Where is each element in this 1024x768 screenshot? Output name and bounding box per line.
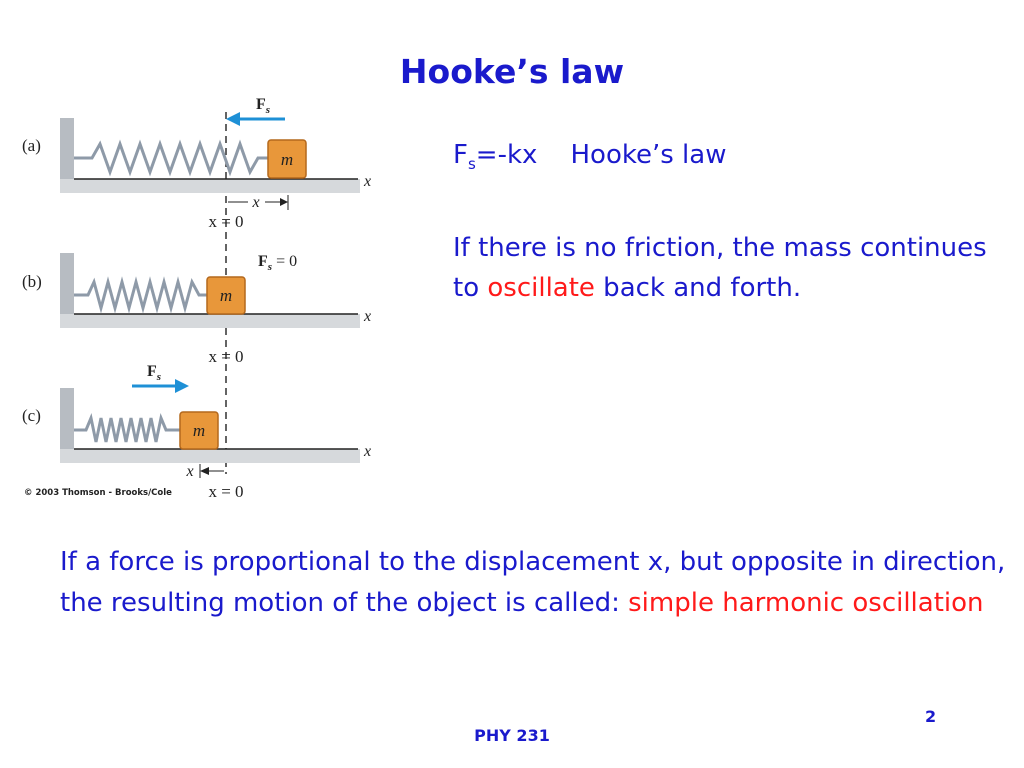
panel-c-force-sub: s bbox=[156, 371, 161, 383]
panel-b-floor bbox=[60, 314, 360, 328]
panel-c-force-label: F bbox=[147, 363, 157, 380]
svg-text:Fs: Fs bbox=[256, 96, 270, 116]
panel-b: (b) x m Fs = 0 x = 0 bbox=[22, 253, 371, 366]
formula-line: Fs=-kx Hooke’s law bbox=[453, 135, 993, 184]
panel-a: (a) x m Fs x x = 0 bbox=[22, 96, 371, 231]
panel-a-label: (a) bbox=[22, 136, 41, 155]
shm-definition: If a force is proportional to the displa… bbox=[60, 547, 1006, 618]
panel-b-mass bbox=[206, 276, 246, 315]
panel-a-axis-label: x bbox=[363, 173, 371, 190]
panel-b-axis-label: x bbox=[363, 308, 371, 325]
svg-text:Fs: Fs bbox=[147, 363, 161, 383]
panel-b-spring bbox=[74, 276, 207, 314]
panel-c-axis-label: x bbox=[363, 443, 371, 460]
panel-a-force-sub: s bbox=[265, 104, 270, 116]
panel-a-wall bbox=[60, 118, 74, 182]
panel-c-spring bbox=[74, 412, 180, 443]
panel-b-label: (b) bbox=[22, 272, 42, 291]
panel-b-origin: x = 0 bbox=[208, 347, 243, 366]
panel-c: (c) x m Fs x x = 0 bbox=[22, 363, 371, 501]
page-number: 2 bbox=[925, 707, 937, 726]
panel-a-floor bbox=[60, 179, 360, 193]
panel-c-floor bbox=[60, 449, 360, 463]
panel-c-origin: x = 0 bbox=[208, 482, 243, 501]
formula-rest: =-kx bbox=[475, 140, 538, 170]
panel-c-mass-label: m bbox=[193, 421, 205, 440]
copyright: © 2003 Thomson - Brooks/Cole bbox=[24, 488, 172, 498]
panel-c-arrowhead bbox=[175, 379, 189, 393]
panel-b-wall bbox=[60, 253, 74, 317]
panel-a-mass-label: m bbox=[281, 150, 293, 169]
formula-prefix: F bbox=[453, 140, 468, 170]
shm-highlight: simple harmonic oscillation bbox=[628, 588, 984, 618]
panel-b-force-value: = 0 bbox=[272, 253, 297, 270]
panel-a-force-label: F bbox=[256, 96, 266, 113]
panel-b-mass-label: m bbox=[220, 286, 232, 305]
panel-a-arrowhead bbox=[226, 112, 240, 126]
panel-b-force-label: F bbox=[258, 253, 268, 270]
panel-b-force-sub: s bbox=[267, 261, 272, 273]
panel-a-origin: x = 0 bbox=[208, 212, 243, 231]
panel-c-label: (c) bbox=[22, 406, 41, 425]
footer-course: PHY 231 bbox=[474, 726, 550, 745]
right-text-block: Fs=-kx Hooke’s law If there is no fricti… bbox=[453, 135, 993, 308]
panel-c-displacement: x bbox=[185, 463, 193, 480]
slide-title: Hooke’s law bbox=[399, 52, 625, 91]
svg-text:Fs = 0: Fs = 0 bbox=[258, 253, 297, 273]
formula-sub: s bbox=[467, 155, 476, 174]
panel-a-mass bbox=[267, 139, 307, 179]
panel-c-mass bbox=[179, 411, 219, 450]
panel-c-wall bbox=[60, 388, 74, 452]
friction-paragraph: If there is no friction, the mass contin… bbox=[453, 233, 987, 304]
oscillate-highlight: oscillate bbox=[487, 273, 595, 304]
hookes-law-figure: (a) x m Fs x x = 0 (b) x m Fs = 0 x = 0 … bbox=[22, 96, 371, 501]
panel-a-spring bbox=[74, 139, 268, 177]
formula-name: Hooke’s law bbox=[570, 140, 727, 170]
panel-a-displacement: x bbox=[251, 194, 259, 211]
